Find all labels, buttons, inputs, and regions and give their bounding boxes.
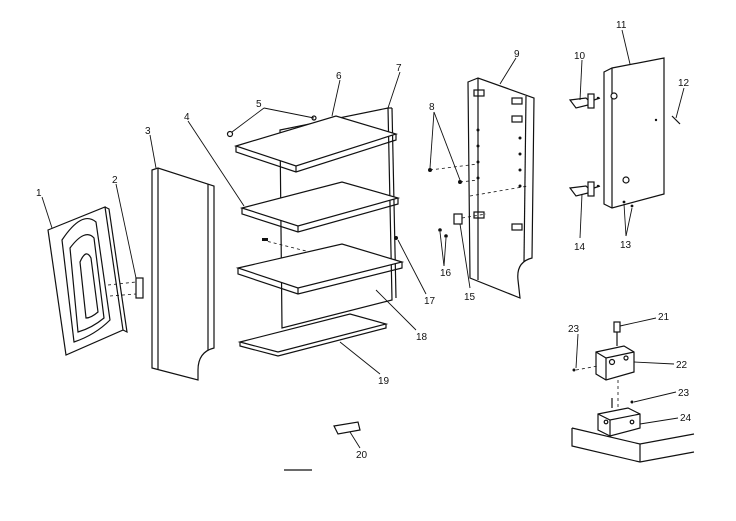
callout-3: 3: [145, 126, 151, 137]
part-shelf-clips: [428, 163, 487, 238]
callout-17: 17: [424, 296, 436, 307]
part-hinge-upper: [568, 93, 601, 109]
callout-19: 19: [378, 376, 390, 387]
callout-labels: 1 2 3 4 5 6 7 8 9 10 11 12 13 14 15 16 1…: [36, 20, 692, 461]
leader-lines: [41, 29, 685, 449]
callout-6: 6: [336, 71, 342, 82]
callout-22: 22: [676, 360, 688, 371]
part-shelf-lower: [235, 243, 405, 295]
callout-9: 9: [514, 49, 520, 60]
part-side-panel: [151, 167, 215, 381]
part-hinge-2: [107, 277, 144, 299]
callout-14: 14: [574, 242, 586, 253]
callout-7: 7: [396, 63, 402, 74]
part-hinge-lower: [568, 181, 601, 197]
callout-2: 2: [112, 175, 118, 186]
callout-21: 21: [658, 312, 670, 323]
part-shelf-bottom: [237, 313, 389, 357]
part-right-panel: [467, 77, 535, 299]
callout-23-upper: 23: [568, 324, 580, 335]
callout-13: 13: [620, 240, 632, 251]
callout-5: 5: [256, 99, 262, 110]
part-leveler-assembly: [571, 321, 695, 463]
callout-1: 1: [36, 188, 42, 199]
callout-15: 15: [464, 292, 476, 303]
part-door-screws: [622, 115, 681, 208]
part-door: [47, 206, 128, 356]
part-shelf-middle: [239, 181, 401, 233]
callout-11: 11: [616, 20, 627, 31]
part-bracket-20: [284, 421, 361, 471]
callout-8: 8: [429, 102, 435, 113]
part-shelf-top: [234, 115, 399, 173]
callout-10: 10: [574, 51, 586, 62]
callout-24: 24: [680, 413, 692, 424]
part-right-door: [603, 57, 665, 209]
callout-12: 12: [678, 78, 690, 89]
callout-23-lower: 23: [678, 388, 690, 399]
callout-18: 18: [416, 332, 428, 343]
callout-16: 16: [440, 268, 452, 279]
callout-20: 20: [356, 450, 368, 461]
callout-4: 4: [184, 112, 190, 123]
